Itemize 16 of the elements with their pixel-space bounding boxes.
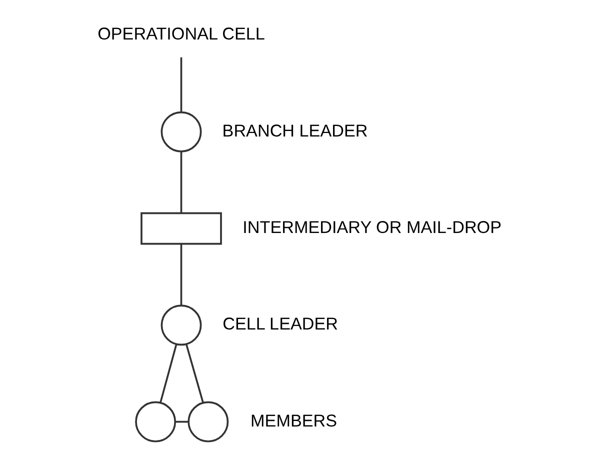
connector xyxy=(159,344,177,404)
connector xyxy=(184,344,204,403)
connector xyxy=(180,57,182,112)
node-circle xyxy=(160,111,202,152)
node-circle xyxy=(187,401,228,442)
node-label: INTERMEDIARY OR MAIL-DROP xyxy=(242,218,502,238)
connector xyxy=(180,244,182,306)
connector xyxy=(180,152,182,214)
node-circle xyxy=(160,304,202,346)
connector xyxy=(174,420,188,423)
node-label: MEMBERS xyxy=(250,411,337,430)
node-label: CELL LEADER xyxy=(222,314,338,334)
node-label: BRANCH LEADER xyxy=(222,121,368,140)
node-circle xyxy=(134,401,176,442)
node-box xyxy=(140,212,222,245)
node-text: OPERATIONAL CELL xyxy=(97,24,264,44)
